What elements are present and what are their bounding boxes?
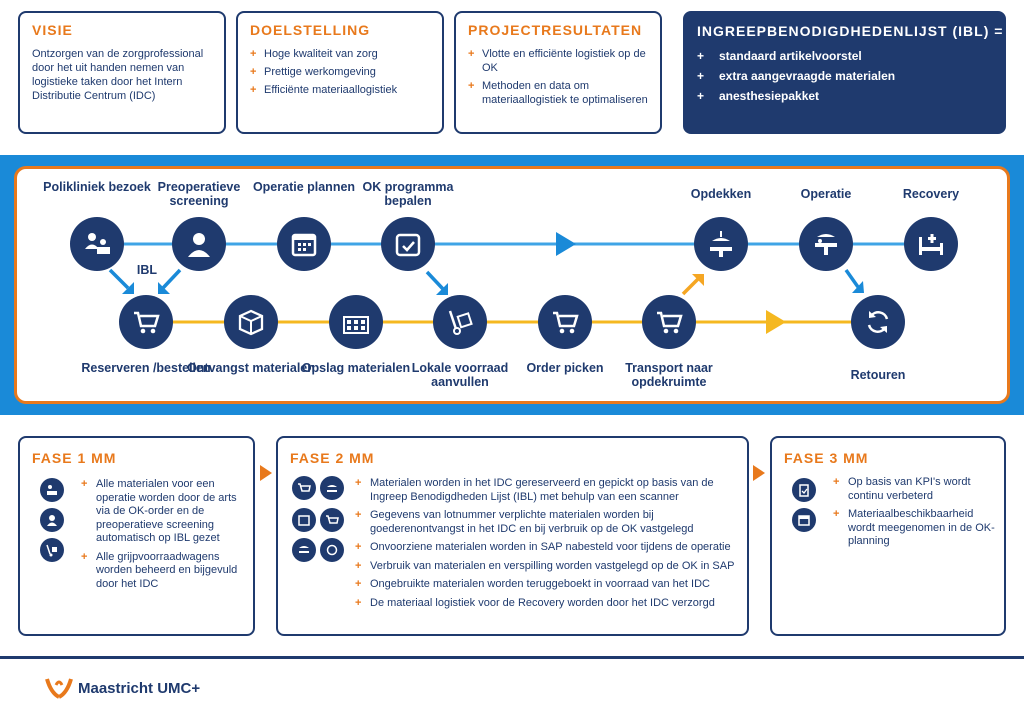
label-lokale-voorraad: Lokale voorraad aanvullen: [411, 361, 509, 389]
ibl-box: INGREEPBENODIGDHEDENLIJST (IBL) = standa…: [683, 11, 1006, 134]
fase2-cart2-icon: [320, 508, 344, 532]
fase1-person-icon: [40, 508, 64, 532]
label-operatie: Operatie: [800, 187, 852, 201]
label-recovery: Recovery: [902, 187, 960, 201]
fase2-refresh-icon: [320, 538, 344, 562]
ibl-title: INGREEPBENODIGDHEDENLIJST (IBL) =: [697, 23, 1004, 39]
node-reserveren: [119, 295, 173, 349]
label-opslag: Opslag materialen: [301, 361, 411, 375]
fase1-list: Alle materialen voor een operatie worden…: [76, 478, 246, 596]
projectresultaten-list: Vlotte en efficiënte logistiek op de OK …: [460, 47, 650, 111]
projectresultaten-item: Methoden en data om materiaallogistiek t…: [460, 79, 650, 107]
ibl-item: extra aangevraagde materialen: [697, 69, 895, 83]
fase2-item: Materialen worden in het IDC gereserveer…: [350, 477, 742, 504]
fase1-arrow-icon: [260, 465, 272, 481]
fase1-box: FASE 1 MM Alle materialen voor een opera…: [18, 436, 255, 636]
label-preoperatieve: Preoperatieve screening: [157, 180, 241, 208]
label-ok-programma: OK programma bepalen: [362, 180, 454, 208]
node-recovery: [904, 217, 958, 271]
node-retouren: [851, 295, 905, 349]
fase2-cart-icon: [292, 476, 316, 500]
label-operatie-plannen: Operatie plannen: [252, 180, 356, 194]
doelstelling-item: Hoge kwaliteit van zorg: [242, 47, 432, 61]
cart-icon: [553, 311, 579, 334]
process-flow-box: [14, 166, 1010, 404]
node-opslag: [329, 295, 383, 349]
fase2-table-icon: [292, 538, 316, 562]
doelstelling-item: Efficiënte materiaallogistiek: [242, 83, 432, 97]
fase2-list: Materialen worden in het IDC gereserveer…: [350, 477, 742, 615]
fase2-box-icon: [292, 508, 316, 532]
maastricht-logo-icon: [45, 678, 73, 699]
refresh-icon: [867, 311, 889, 333]
node-preoperatieve: [172, 217, 226, 271]
fase3-item: Materiaalbeschikbaarheid wordt meegenome…: [828, 508, 1000, 549]
node-polikliniek: [70, 217, 124, 271]
box-icon: [238, 309, 264, 336]
footer-divider: [0, 656, 1024, 659]
fase2-arrow-icon: [753, 465, 765, 481]
fase2-lamp-icon: [320, 476, 344, 500]
projectresultaten-title: PROJECTRESULTATEN: [468, 22, 643, 38]
label-polikliniek: Polikliniek bezoek: [43, 180, 151, 194]
label-order-picken: Order picken: [526, 361, 604, 375]
fase1-hand-truck-icon: [40, 538, 64, 562]
logo-text: Maastricht UMC+: [78, 680, 201, 697]
calendar-check-icon: [395, 233, 421, 257]
fase2-item: Verbruik van materialen en verspilling w…: [350, 560, 742, 574]
node-operatie-plannen: [277, 217, 331, 271]
hospital-bed-icon: [919, 234, 943, 255]
node-opdekken: [694, 217, 748, 271]
projectresultaten-box: PROJECTRESULTATEN Vlotte en efficiënte l…: [454, 11, 662, 134]
node-ok-programma: [381, 217, 435, 271]
surgical-lamp-icon: [710, 231, 732, 257]
fase3-calendar-icon: [792, 508, 816, 532]
person-icon: [188, 233, 210, 257]
doctor-patient-icon: [85, 233, 110, 254]
fase2-item: De materiaal logistiek voor de Recovery …: [350, 597, 742, 611]
fase3-list: Op basis van KPI's wordt continu verbete…: [828, 476, 1000, 554]
node-lokale-voorraad: [433, 295, 487, 349]
fase2-box: FASE 2 MM Materialen worden in het IDC g…: [276, 436, 749, 636]
fase3-clipboard-icon: [792, 478, 816, 502]
visie-text: Ontzorgen van de zorgprofessional door h…: [32, 48, 204, 102]
cart-icon: [657, 311, 683, 334]
fase2-title: FASE 2 MM: [290, 450, 375, 466]
projectresultaten-item: Vlotte en efficiënte logistiek op de OK: [460, 47, 650, 75]
node-transport: [642, 295, 696, 349]
calendar-icon: [291, 233, 317, 257]
visie-box: VISIE Ontzorgen van de zorgprofessional …: [18, 11, 226, 134]
warehouse-icon: [343, 316, 369, 334]
doelstelling-list: Hoge kwaliteit van zorg Prettige werkomg…: [242, 47, 432, 101]
ibl-list: standaard artikelvoorstel extra aangevra…: [697, 49, 895, 109]
label-ibl: IBL: [136, 263, 158, 277]
fase1-item: Alle grijpvoorraadwagens worden beheerd …: [76, 551, 246, 592]
fase3-item: Op basis van KPI's wordt continu verbete…: [828, 476, 1000, 503]
operating-table-icon: [815, 234, 837, 255]
fase3-title: FASE 3 MM: [784, 450, 869, 466]
cart-icon: [134, 311, 160, 334]
label-transport: Transport naar opdekruimte: [625, 361, 713, 389]
doelstelling-box: DOELSTELLING Hoge kwaliteit van zorg Pre…: [236, 11, 444, 134]
ibl-item: anesthesiepakket: [697, 89, 895, 103]
node-ontvangst: [224, 295, 278, 349]
fase1-item: Alle materialen voor een operatie worden…: [76, 478, 246, 546]
fase2-item: Gegevens van lotnummer verplichte materi…: [350, 509, 742, 536]
fase3-box: FASE 3 MM Op basis van KPI's wordt conti…: [770, 436, 1006, 636]
node-order-picken: [538, 295, 592, 349]
fase2-item: Onvoorziene materialen worden in SAP nab…: [350, 541, 742, 555]
label-reserveren: Reserveren /bestellen: [81, 361, 211, 375]
doelstelling-item: Prettige werkomgeving: [242, 65, 432, 79]
fase1-title: FASE 1 MM: [32, 450, 117, 466]
label-ontvangst: Ontvangst materialen: [187, 361, 315, 375]
fase2-item: Ongebruikte materialen worden teruggeboe…: [350, 578, 742, 592]
label-opdekken: Opdekken: [690, 187, 752, 201]
hand-truck-icon: [448, 310, 473, 335]
node-operatie: [799, 217, 853, 271]
ibl-item: standaard artikelvoorstel: [697, 49, 895, 63]
label-retouren: Retouren: [850, 368, 906, 382]
fase1-doctor-icon: [40, 478, 64, 502]
visie-title: VISIE: [32, 22, 73, 38]
doelstelling-title: DOELSTELLING: [250, 22, 371, 38]
